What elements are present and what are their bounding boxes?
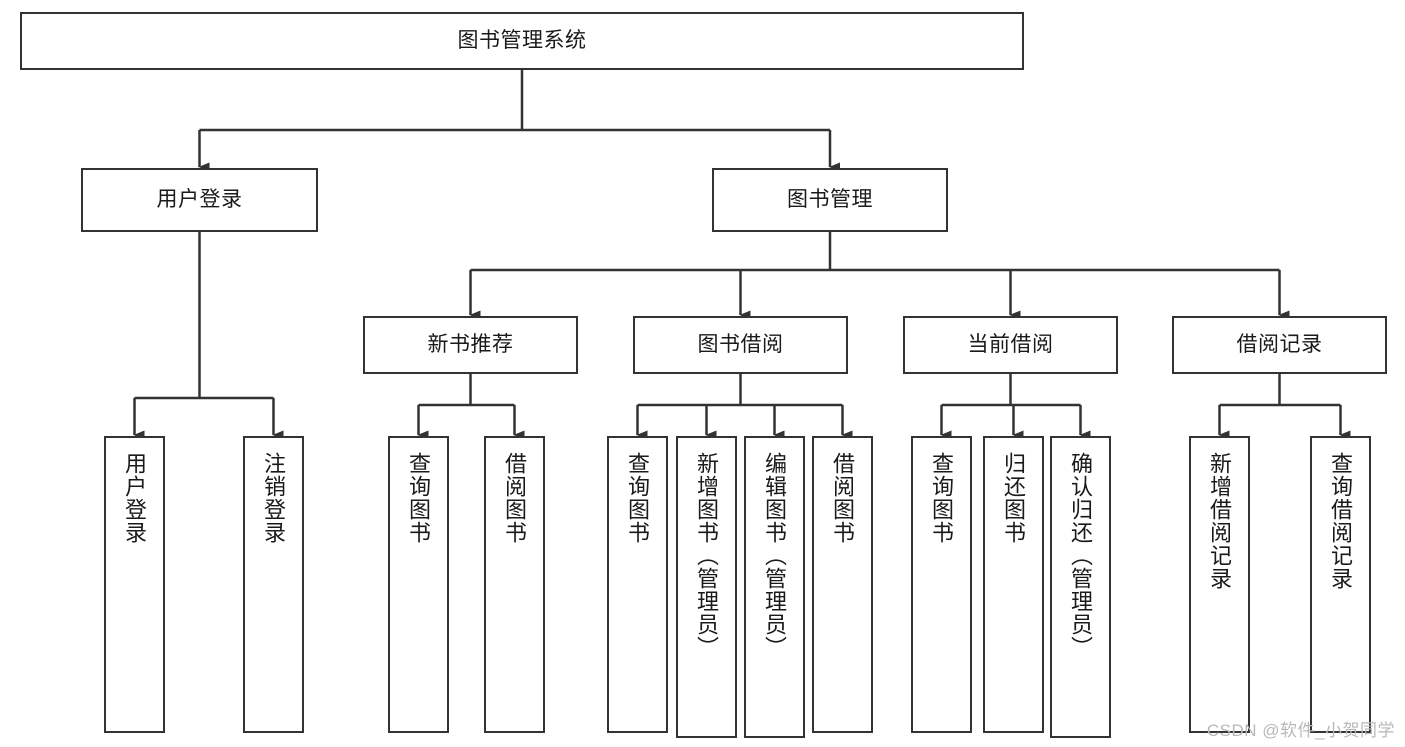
node-user-login-label: 用户登录 <box>156 187 243 211</box>
leaf-logout-label: 注销登录 <box>261 452 287 544</box>
node-book-management-label: 图书管理 <box>787 187 873 211</box>
leaf-confirm-return-admin-label: 确认归还（管理员） <box>1068 452 1094 659</box>
leaf-borrow-book[interactable]: 借阅图书 <box>812 436 873 733</box>
node-new-book-recommend[interactable]: 新书推荐 <box>363 316 578 374</box>
leaf-borrow-book-recommend[interactable]: 借阅图书 <box>484 436 545 733</box>
node-borrow-record-label: 借阅记录 <box>1236 332 1323 356</box>
leaf-user-login[interactable]: 用户登录 <box>104 436 165 733</box>
node-book-borrow-label: 图书借阅 <box>697 332 784 356</box>
leaf-logout[interactable]: 注销登录 <box>243 436 304 733</box>
leaf-borrow-book-label: 借阅图书 <box>830 452 856 544</box>
leaf-add-book-admin-label: 新增图书（管理员） <box>694 452 720 659</box>
edge-paths <box>133 70 1351 440</box>
leaf-query-borrow-record[interactable]: 查询借阅记录 <box>1310 436 1371 733</box>
leaf-add-borrow-record-label: 新增借阅记录 <box>1207 452 1233 590</box>
node-book-management[interactable]: 图书管理 <box>712 168 948 232</box>
node-root[interactable]: 图书管理系统 <box>20 12 1024 70</box>
leaf-edit-book-admin-label: 编辑图书（管理员） <box>762 452 788 659</box>
leaf-query-book-recommend[interactable]: 查询图书 <box>388 436 449 733</box>
leaf-query-book-current-label: 查询图书 <box>929 452 955 544</box>
node-current-borrow-label: 当前借阅 <box>967 332 1054 356</box>
leaf-confirm-return-admin[interactable]: 确认归还（管理员） <box>1050 436 1111 738</box>
node-borrow-record[interactable]: 借阅记录 <box>1172 316 1387 374</box>
leaf-borrow-book-recommend-label: 借阅图书 <box>502 452 528 544</box>
leaf-query-book-borrow-label: 查询图书 <box>625 452 651 544</box>
leaf-query-borrow-record-label: 查询借阅记录 <box>1328 452 1354 590</box>
node-user-login[interactable]: 用户登录 <box>81 168 318 232</box>
leaf-query-book-current[interactable]: 查询图书 <box>911 436 972 733</box>
leaf-return-book-label: 归还图书 <box>1001 452 1027 544</box>
node-current-borrow[interactable]: 当前借阅 <box>903 316 1118 374</box>
leaf-query-book-borrow[interactable]: 查询图书 <box>607 436 668 733</box>
leaf-query-book-recommend-label: 查询图书 <box>406 452 432 544</box>
node-new-book-recommend-label: 新书推荐 <box>427 332 514 356</box>
leaf-add-borrow-record[interactable]: 新增借阅记录 <box>1189 436 1250 733</box>
leaf-return-book[interactable]: 归还图书 <box>983 436 1044 733</box>
node-root-label: 图书管理系统 <box>457 28 587 52</box>
leaf-add-book-admin[interactable]: 新增图书（管理员） <box>676 436 737 738</box>
leaf-user-login-label: 用户登录 <box>122 452 148 544</box>
leaf-edit-book-admin[interactable]: 编辑图书（管理员） <box>744 436 805 738</box>
node-book-borrow[interactable]: 图书借阅 <box>633 316 848 374</box>
